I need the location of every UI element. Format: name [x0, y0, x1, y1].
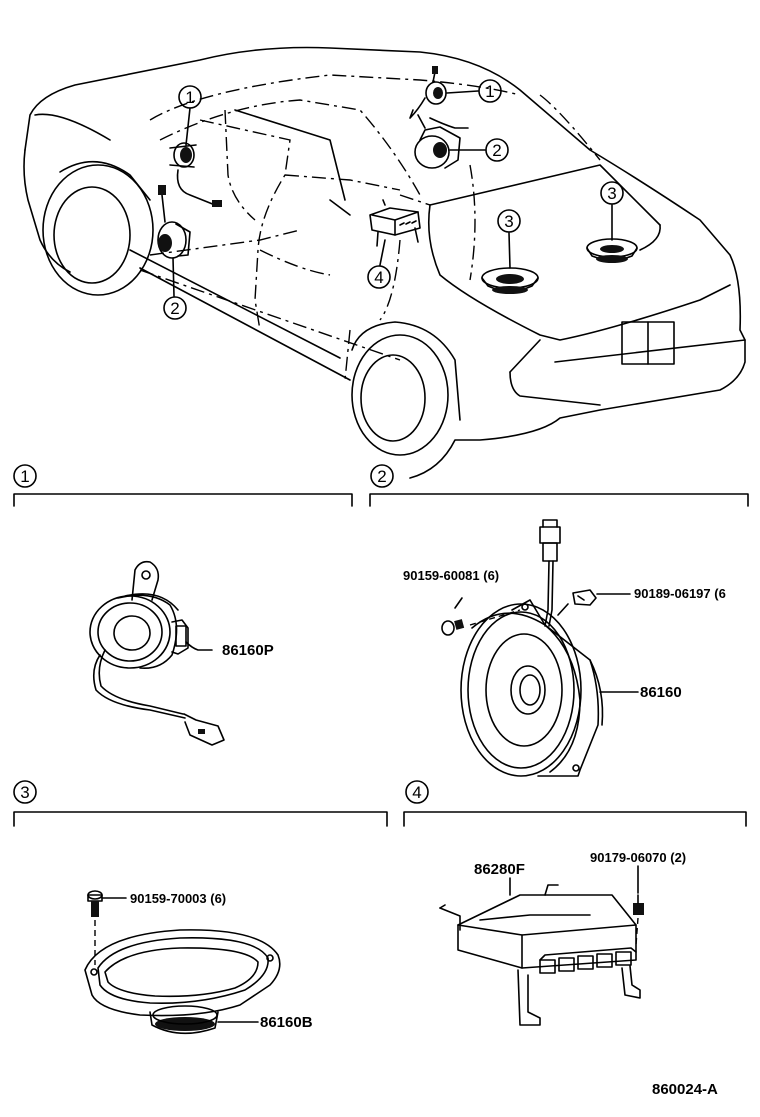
- svg-text:3: 3: [20, 783, 29, 802]
- section-4-header: 4: [403, 780, 747, 827]
- callout-3-left: 3: [497, 209, 521, 233]
- part-label-90189-06197: 90189-06197 (6: [596, 586, 726, 601]
- svg-text:3: 3: [504, 212, 513, 231]
- car-hidden-lines: [139, 74, 601, 381]
- svg-text:90179-06070 (2): 90179-06070 (2): [590, 850, 686, 865]
- section-1-header: 1: [13, 464, 353, 507]
- car-speaker-rear-shelf-right: [586, 238, 638, 263]
- part-label-90159-70003: 90159-70003 (6): [130, 891, 226, 906]
- svg-text:4: 4: [374, 268, 383, 287]
- car-speaker-rear-door-tweeter: [409, 66, 447, 119]
- part-label-86160B: 86160B: [260, 1014, 313, 1031]
- svg-text:90159-70003 (6): 90159-70003 (6): [130, 891, 226, 906]
- part-label-86160: 86160: [599, 684, 682, 701]
- svg-text:2: 2: [170, 299, 179, 318]
- svg-text:90189-06197 (6: 90189-06197 (6: [634, 586, 726, 601]
- speaker-86160P-illustration: [89, 560, 225, 746]
- svg-text:2: 2: [377, 467, 386, 486]
- car-speaker-front-door-woofer: [157, 185, 191, 259]
- section-3-header: 3: [13, 780, 388, 827]
- svg-text:86280F: 86280F: [474, 861, 525, 878]
- car-speaker-rear-door-woofer: [414, 114, 469, 169]
- part-label-86160P: 86160P: [222, 642, 274, 659]
- part-label-90179-06070: 90179-06070 (2): [590, 850, 686, 894]
- svg-text:3: 3: [607, 184, 616, 203]
- part-label-90159-60081: 90159-60081 (6): [403, 568, 499, 583]
- speaker-86160B-illustration: [84, 890, 281, 1035]
- svg-text:1: 1: [20, 467, 29, 486]
- callout-1-front: 1: [178, 85, 202, 109]
- car-outline: [23, 46, 746, 479]
- part-label-86280F: 86280F: [474, 861, 525, 896]
- car-speaker-front-door-tweeter: [169, 142, 222, 207]
- svg-text:86160P: 86160P: [222, 642, 274, 659]
- svg-text:86160: 86160: [640, 684, 682, 701]
- callout-2-front: 2: [163, 296, 187, 320]
- svg-text:4: 4: [412, 783, 421, 802]
- callout-1-rear: 1: [478, 79, 502, 103]
- svg-text:2: 2: [492, 141, 501, 160]
- callout-2-rear: 2: [485, 138, 509, 162]
- callout-4: 4: [367, 265, 391, 289]
- svg-text:86160B: 86160B: [260, 1014, 313, 1031]
- figure-code: 860024-A: [652, 1081, 718, 1098]
- car-callouts: [172, 90, 613, 297]
- svg-text:90159-60081 (6): 90159-60081 (6): [403, 568, 499, 583]
- amplifier-86280F-illustration: [439, 884, 644, 1026]
- svg-text:1: 1: [485, 82, 494, 101]
- car-speaker-rear-shelf-left: [481, 267, 539, 294]
- section-2-header: 2: [369, 464, 749, 507]
- svg-text:860024-A: 860024-A: [652, 1081, 718, 1098]
- car-amplifier: [369, 199, 421, 247]
- callout-3-right: 3: [600, 181, 624, 205]
- speaker-86160-illustration: [441, 519, 604, 777]
- svg-text:1: 1: [185, 88, 194, 107]
